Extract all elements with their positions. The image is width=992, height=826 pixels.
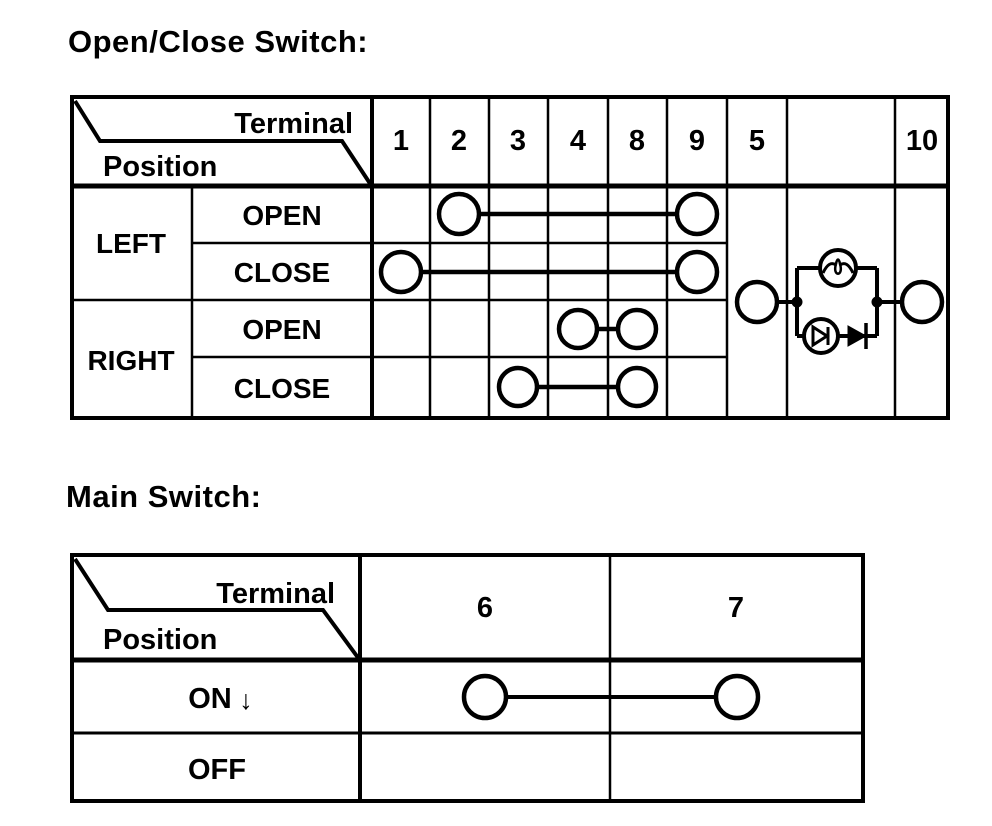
row-label-right-close: CLOSE: [234, 373, 330, 404]
terminal-column-header: 5: [749, 125, 765, 157]
contact-circle: [461, 673, 509, 721]
position-header-label: Position: [103, 151, 217, 183]
contact-circle: [556, 307, 600, 351]
contact-circle: [496, 365, 540, 409]
open-close-switch-title: Open/Close Switch:: [68, 24, 369, 59]
position-group-left-label: LEFT: [96, 228, 166, 259]
terminal-column-header: 6: [477, 592, 493, 624]
position-group-right-label: RIGHT: [87, 345, 174, 376]
terminal-column-header: 2: [451, 125, 467, 157]
diode-icon: [847, 323, 868, 349]
junction-dot: [791, 296, 803, 308]
contact-circle: [378, 249, 424, 295]
terminal-header-label: Terminal: [234, 108, 353, 140]
table-grid: [70, 553, 865, 803]
row-label-on: ON: [188, 683, 232, 715]
terminal-column-header: 7: [728, 592, 744, 624]
main-switch-table: Terminal Position 6 7 ON ↓ OFF: [70, 553, 865, 803]
contact-circle: [615, 365, 659, 409]
terminal-column-header: 10: [906, 125, 938, 157]
continuity-connections: [461, 673, 761, 721]
terminal-column-header: 8: [629, 125, 645, 157]
row-label-left-close: CLOSE: [234, 257, 330, 288]
terminal-column-header: 9: [689, 125, 705, 157]
continuity-connections: [378, 191, 720, 409]
terminal-column-header: 4: [570, 125, 586, 157]
led-diode-icon: [802, 317, 840, 355]
contact-circle: [436, 191, 482, 237]
junction-dot: [871, 296, 883, 308]
contact-circle-terminal-10: [899, 279, 945, 325]
contact-circle: [674, 249, 720, 295]
row-label-right-open: OPEN: [242, 314, 321, 345]
terminal-column-headers: 1 2 3 4 8 9 5 10: [393, 125, 938, 157]
main-switch-title: Main Switch:: [66, 479, 262, 514]
on-down-arrow: ↓: [239, 685, 253, 715]
table-grid: [70, 95, 950, 420]
terminal-column-headers: 6 7: [477, 592, 744, 624]
terminal-column-header: 3: [510, 125, 526, 157]
terminal-header-label: Terminal: [216, 578, 335, 610]
contact-circle: [713, 673, 761, 721]
terminal-column-header: 1: [393, 125, 409, 157]
lamp-led-circuit: [734, 248, 945, 355]
contact-circle: [674, 191, 720, 237]
contact-circle-terminal-5: [734, 279, 780, 325]
row-label-left-open: OPEN: [242, 200, 321, 231]
open-close-switch-table: Terminal Position 1 2 3 4 8 9 5 10 LEFT …: [70, 95, 950, 420]
contact-circle: [615, 307, 659, 351]
row-label-off: OFF: [188, 754, 246, 786]
lamp-icon: [818, 248, 858, 288]
table-header-corner: Terminal Position: [73, 557, 361, 661]
position-header-label: Position: [103, 624, 217, 656]
table-header-corner: Terminal Position: [73, 99, 373, 187]
